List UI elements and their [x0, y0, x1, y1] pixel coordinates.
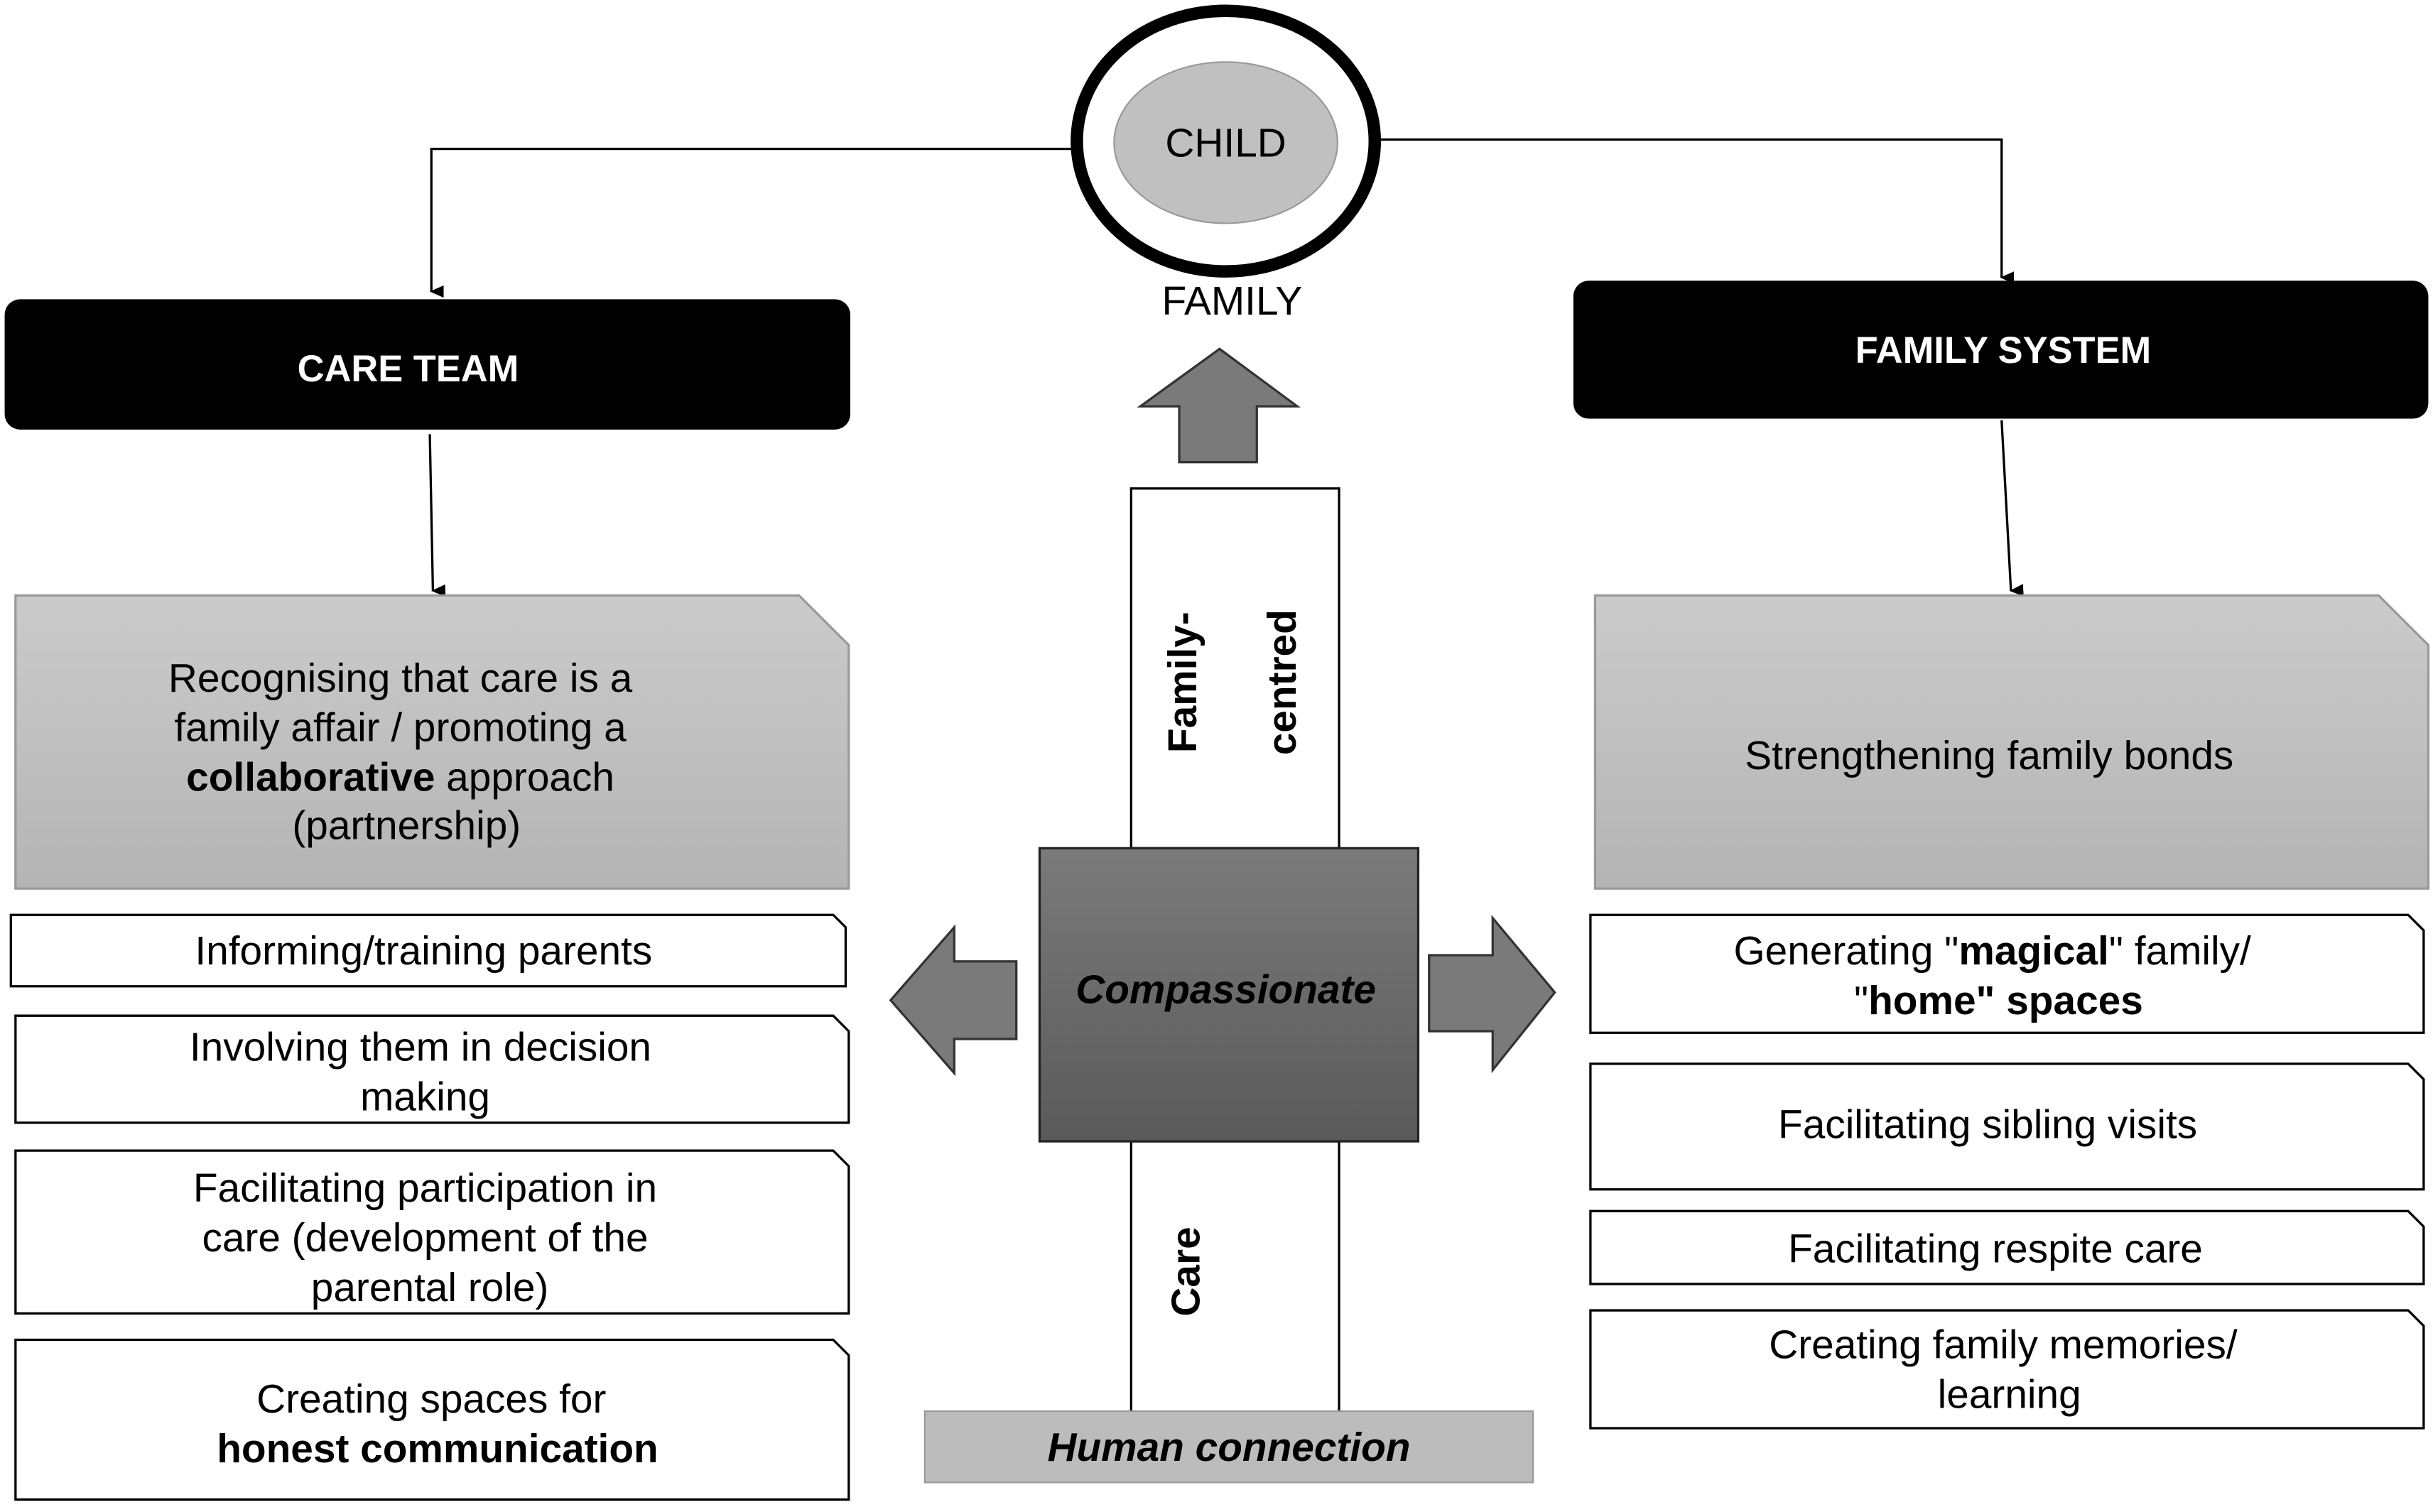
care-team-main-line3: collaborative approach: [186, 756, 614, 800]
arrow-left-icon: [889, 924, 1018, 1077]
family-item-text: "home" spaces: [1854, 979, 2143, 1023]
family-item-text: Creating family memories/: [1769, 1323, 2238, 1368]
family-item-text: Facilitating sibling visits: [1778, 1103, 2197, 1148]
connector-family-system-main: [2000, 420, 2024, 597]
care-team-main-line1: Recognising that care is a: [168, 656, 633, 701]
care-item-box: [14, 1338, 850, 1501]
text-segment: approach: [435, 756, 614, 800]
text-segment: " family/: [2109, 929, 2251, 974]
family-item-text: Facilitating respite care: [1788, 1227, 2203, 1271]
text-segment: Generating ": [1734, 929, 1959, 974]
care-team-main-box: [14, 594, 850, 890]
child-family-node: CHILD FAMILY: [1071, 4, 1382, 324]
care-item-text: parental role): [311, 1266, 549, 1310]
family-item-text: learning: [1938, 1373, 2081, 1418]
bold-segment: home: [1868, 979, 1976, 1023]
family-item-box: [1589, 1309, 2425, 1430]
care-item-text: Creating spaces for: [256, 1377, 606, 1422]
bold-segment: magical: [1958, 929, 2108, 974]
care-item-box: [14, 1149, 850, 1315]
care-team-main-line2: family affair / promoting a: [174, 706, 627, 751]
family-system-header: [1573, 281, 2429, 419]
family-centred-label-1: Family-: [1161, 611, 1205, 753]
family-system-main-text: Strengthening family bonds: [1745, 734, 2233, 778]
care-item-text: Facilitating participation in: [193, 1166, 657, 1211]
care-item-text: Involving them in decision: [190, 1026, 651, 1070]
family-label: FAMILY: [1161, 279, 1302, 324]
family-centred-column: [1129, 487, 1340, 850]
family-centred-label-2: centred: [1260, 609, 1305, 755]
care-item-box: [9, 913, 847, 988]
text-segment: ": [1854, 979, 1868, 1023]
care-item-text-bold: honest communication: [217, 1427, 658, 1472]
care-team-title: CARE TEAM: [298, 349, 519, 390]
care-item-text: care (development of the: [202, 1216, 648, 1261]
bold-segment: collaborative: [186, 756, 435, 800]
family-item-box: [1589, 1209, 2425, 1285]
human-connection-label: Human connection: [1047, 1425, 1410, 1470]
connector-child-care-team: [430, 147, 1075, 298]
care-item-text: Informing/training parents: [195, 929, 652, 974]
compassionate-label: Compassionate: [1075, 968, 1376, 1013]
arrow-up-icon: [1137, 347, 1301, 464]
arrow-right-icon: [1428, 915, 1556, 1074]
connector-child-family-system: [1379, 138, 2015, 284]
care-team-main-line4: (partnership): [292, 803, 521, 848]
care-label: Care: [1164, 1227, 1208, 1316]
family-item-box: [1589, 1062, 2425, 1191]
family-item-text: Generating "magical" family/: [1734, 929, 2251, 974]
child-ellipse: [1113, 61, 1338, 224]
family-item-box: [1589, 913, 2425, 1034]
connector-care-team-main: [428, 434, 446, 597]
human-connection-bar: [923, 1410, 1534, 1484]
child-label: CHILD: [1165, 121, 1286, 166]
care-column: [1129, 1140, 1340, 1414]
care-item-text: making: [360, 1075, 490, 1119]
family-system-title: FAMILY SYSTEM: [1855, 330, 2152, 371]
bold-segment: " spaces: [1976, 979, 2143, 1023]
care-item-box: [14, 1014, 850, 1124]
family-system-main-box: [1593, 594, 2430, 890]
compassionate-square: [1038, 847, 1420, 1143]
care-team-header: [4, 299, 850, 430]
